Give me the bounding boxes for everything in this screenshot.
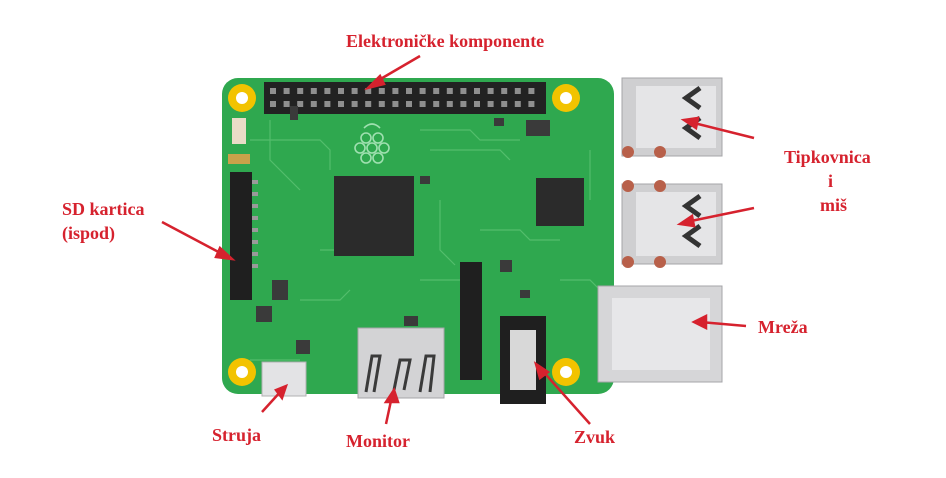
label-ethernet: Mreža [758,317,808,337]
label-hdmi: Monitor [346,431,410,451]
gpio-pin [528,88,535,94]
label-power: Struja [212,425,261,445]
gpio-pin [283,101,290,107]
main-processor-chip [334,176,414,256]
ethernet-arrow [699,320,747,328]
gpio-pin [446,101,453,107]
gpio-pin [446,88,453,94]
label-usb-line2: i [828,171,834,191]
audio-arrow [539,367,591,425]
small-components [256,106,550,354]
gpio-pin [474,88,480,94]
label-usb-line3: miš [820,195,847,215]
callout-arrows [161,54,755,425]
gpio-pin [474,101,480,107]
sd-slot-pins [252,180,258,268]
raspberry-logo-icon [354,123,390,164]
gpio-pin [514,88,521,94]
label-audio: Zvuk [574,427,616,447]
gpio-pin [324,101,331,107]
gpio-pin [283,88,290,94]
gpio-pin [501,88,508,94]
gpio-pin [310,88,317,94]
gpio-header [264,82,546,114]
led-pads [228,154,250,164]
gpio-pin [514,101,521,107]
gpio-pin [351,101,358,107]
gpio-pin [406,88,412,94]
gpio-pin [338,88,344,94]
mounting-holes [228,84,580,386]
circuit-board [222,78,614,394]
gpio-pin [392,88,399,94]
gpio-pin [392,101,399,107]
ethernet-port [597,285,723,383]
gpio-pin [310,101,317,107]
gpio-pin [433,88,440,94]
gpio-pin [324,88,331,94]
gpio-pin [338,101,344,107]
gpio-pin [487,101,494,107]
gpio-pin [365,88,372,94]
gpio-pin [460,88,467,94]
gpio-pin [406,101,412,107]
gpio-pin [270,101,276,107]
sd-card-slot [230,172,252,300]
display-connector [232,118,246,144]
usb-controller-chip [536,178,584,226]
usb-top-arrow [689,120,755,140]
usb-bottom-arrow [685,206,755,224]
gpio-pin [270,88,276,94]
hdmi-port-detail [364,354,436,393]
gpio-pin [378,88,385,94]
usb-port-top [621,77,723,157]
gpio-pin [378,101,385,107]
camera-connector [460,262,482,380]
gpio-pins [270,88,535,107]
label-sd-line1: SD kartica [62,199,145,219]
gpio-pin [433,101,440,107]
label-sd-line2: (ispod) [62,223,116,243]
gpio-pin [419,88,426,94]
gpio-pin [351,88,358,94]
gpio-pin [419,101,426,107]
usb-port-bottom [621,183,723,265]
label-usb-line1: Tipkovnica [784,147,871,167]
gpio-pin [365,101,372,107]
sd-arrow [161,220,227,258]
label-gpio: Elektroničke komponente [346,31,545,51]
gpio-pin [501,101,508,107]
gpio-pin [297,101,304,107]
gpio-pin [297,88,304,94]
gpio-pin [528,101,535,107]
gpio-pin [487,88,494,94]
gpio-pin [460,101,467,107]
audio-jack-front [510,330,536,390]
